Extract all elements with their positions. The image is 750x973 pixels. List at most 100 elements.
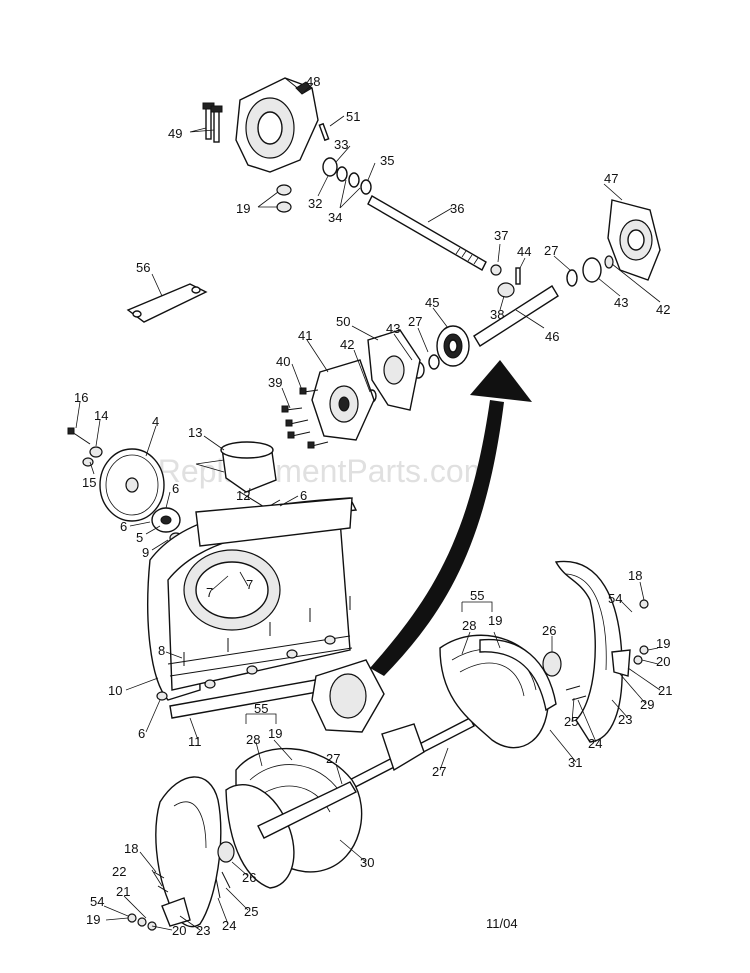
callout-19: 19 bbox=[236, 201, 250, 216]
callout-28b: 28 bbox=[246, 732, 260, 747]
assembly-arrow bbox=[370, 360, 532, 676]
callout-12: 12 bbox=[236, 488, 250, 503]
callout-28: 28 bbox=[462, 618, 476, 633]
callout-7: 7 bbox=[206, 585, 213, 600]
callout-7b: 7 bbox=[246, 577, 253, 592]
callout-27b: 27 bbox=[408, 314, 422, 329]
gearbox-41 bbox=[311, 359, 375, 441]
callout-20: 20 bbox=[656, 654, 670, 669]
shaft-36 bbox=[367, 195, 487, 271]
callout-41: 41 bbox=[298, 328, 312, 343]
callout-19b: 19 bbox=[488, 613, 502, 628]
callout-19d: 19 bbox=[268, 726, 282, 741]
callout-26b: 26 bbox=[242, 870, 256, 885]
auger-housing-10 bbox=[147, 497, 358, 701]
callout-38: 38 bbox=[490, 307, 504, 322]
callout-27d: 27 bbox=[432, 764, 446, 779]
callout-18b: 18 bbox=[124, 841, 138, 856]
callout-55b: 55 bbox=[254, 701, 268, 716]
leader-lines bbox=[75, 83, 661, 931]
callout-18: 18 bbox=[628, 568, 642, 583]
washers-27-43-42 bbox=[566, 255, 614, 287]
callout-24: 24 bbox=[588, 736, 602, 751]
gasket-50-hole bbox=[383, 355, 405, 385]
center-gearbox bbox=[311, 659, 475, 799]
callout-56: 56 bbox=[136, 260, 150, 275]
callout-35: 35 bbox=[380, 153, 394, 168]
callout-50: 50 bbox=[336, 314, 350, 329]
callout-49: 49 bbox=[168, 126, 182, 141]
bolt-16-washers bbox=[67, 427, 103, 467]
auger-right-31 bbox=[439, 634, 562, 749]
washer-37 bbox=[490, 264, 502, 276]
callout-16: 16 bbox=[74, 390, 88, 405]
callout-4: 4 bbox=[152, 414, 159, 429]
callout-25b: 25 bbox=[244, 904, 258, 919]
chute-13 bbox=[220, 441, 281, 509]
callout-8: 8 bbox=[158, 643, 165, 658]
callout-48: 48 bbox=[306, 74, 320, 89]
callout-43b: 43 bbox=[386, 321, 400, 336]
callout-9: 9 bbox=[142, 545, 149, 560]
callout-25: 25 bbox=[564, 714, 578, 729]
shaft-46 bbox=[473, 285, 559, 347]
callout-33: 33 bbox=[334, 137, 348, 152]
pulley-4 bbox=[99, 448, 165, 522]
callout-11: 11 bbox=[188, 734, 202, 749]
callout-labels: 48 49 51 33 35 19 32 34 36 47 56 37 44 2… bbox=[74, 74, 672, 938]
callout-6d: 6 bbox=[138, 726, 145, 741]
callout-6c: 6 bbox=[120, 519, 127, 534]
callout-24b: 24 bbox=[222, 918, 236, 933]
auger-left-30 bbox=[225, 747, 363, 889]
callout-6b: 6 bbox=[300, 488, 307, 503]
callout-15: 15 bbox=[82, 475, 96, 490]
nuts-19-top bbox=[276, 184, 292, 213]
gear-housing-top bbox=[235, 77, 319, 173]
callout-34: 34 bbox=[328, 210, 342, 225]
callout-42b: 42 bbox=[340, 337, 354, 352]
callout-14: 14 bbox=[94, 408, 108, 423]
callout-5: 5 bbox=[136, 530, 143, 545]
bracket-56 bbox=[126, 283, 208, 323]
callout-21b: 21 bbox=[116, 884, 130, 899]
bushing-38 bbox=[497, 282, 515, 298]
callout-23: 23 bbox=[618, 712, 632, 727]
side-plate-right bbox=[554, 560, 623, 743]
hardware-left bbox=[127, 841, 235, 931]
callout-13: 13 bbox=[188, 425, 202, 440]
side-plate-left bbox=[155, 776, 222, 928]
callout-20b: 20 bbox=[172, 923, 186, 938]
callout-36: 36 bbox=[450, 201, 464, 216]
callout-27: 27 bbox=[544, 243, 558, 258]
callout-46: 46 bbox=[545, 329, 559, 344]
key-44 bbox=[515, 267, 521, 285]
bearing-set-32-35 bbox=[322, 157, 372, 195]
callout-19e: 19 bbox=[86, 912, 100, 927]
hardware-right bbox=[565, 599, 649, 701]
callout-39: 39 bbox=[268, 375, 282, 390]
callout-37: 37 bbox=[494, 228, 508, 243]
callout-27c: 27 bbox=[326, 751, 340, 766]
callout-42: 42 bbox=[656, 302, 670, 317]
callout-26: 26 bbox=[542, 623, 556, 638]
callout-51: 51 bbox=[346, 109, 360, 124]
callout-54b: 54 bbox=[90, 894, 104, 909]
callout-22: 22 bbox=[112, 864, 126, 879]
pin-51 bbox=[318, 122, 330, 142]
callout-43: 43 bbox=[614, 295, 628, 310]
watermark-text: eReplacementParts.com bbox=[140, 453, 490, 489]
bolts-49 bbox=[202, 102, 223, 143]
callout-23b: 23 bbox=[196, 923, 210, 938]
callout-55: 55 bbox=[470, 588, 484, 603]
callout-10: 10 bbox=[108, 683, 122, 698]
callout-30: 30 bbox=[360, 855, 374, 870]
callout-45: 45 bbox=[425, 295, 439, 310]
callout-47: 47 bbox=[604, 171, 618, 186]
callout-31: 31 bbox=[568, 755, 582, 770]
gear-case-47 bbox=[607, 199, 661, 281]
callout-29: 29 bbox=[640, 697, 654, 712]
callout-19c: 19 bbox=[656, 636, 670, 651]
callout-44: 44 bbox=[517, 244, 531, 259]
